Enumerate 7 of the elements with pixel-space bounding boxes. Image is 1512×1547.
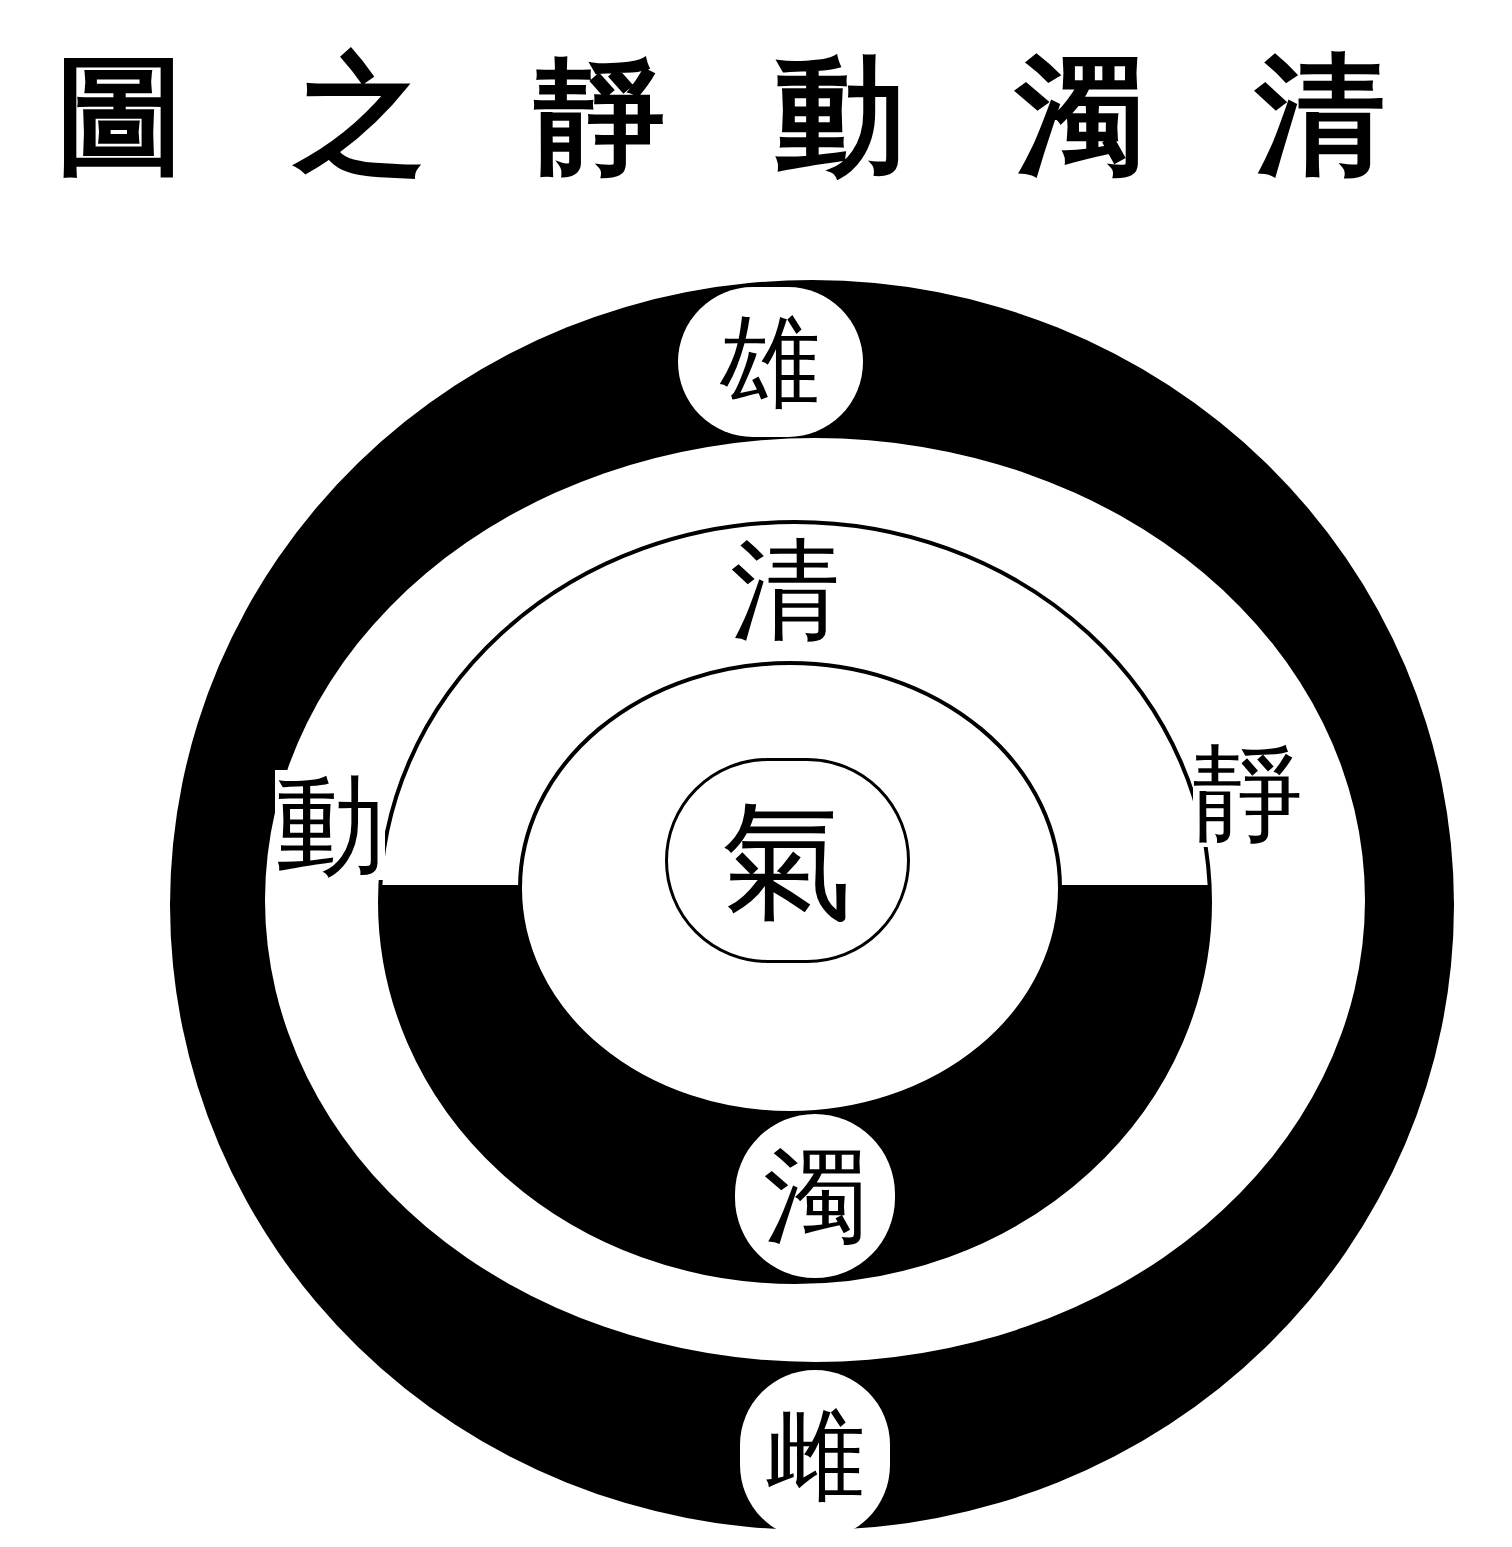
ring-character: 清 <box>730 535 840 645</box>
ring-character: 動 <box>275 770 385 880</box>
circle-character: 氣 <box>722 795 852 925</box>
circle-character: 雄 <box>720 312 820 412</box>
circle-character: 雌 <box>765 1405 865 1505</box>
circle-character: 濁 <box>762 1143 868 1249</box>
diagram-title: 圖之靜動濁清 <box>55 40 1495 190</box>
